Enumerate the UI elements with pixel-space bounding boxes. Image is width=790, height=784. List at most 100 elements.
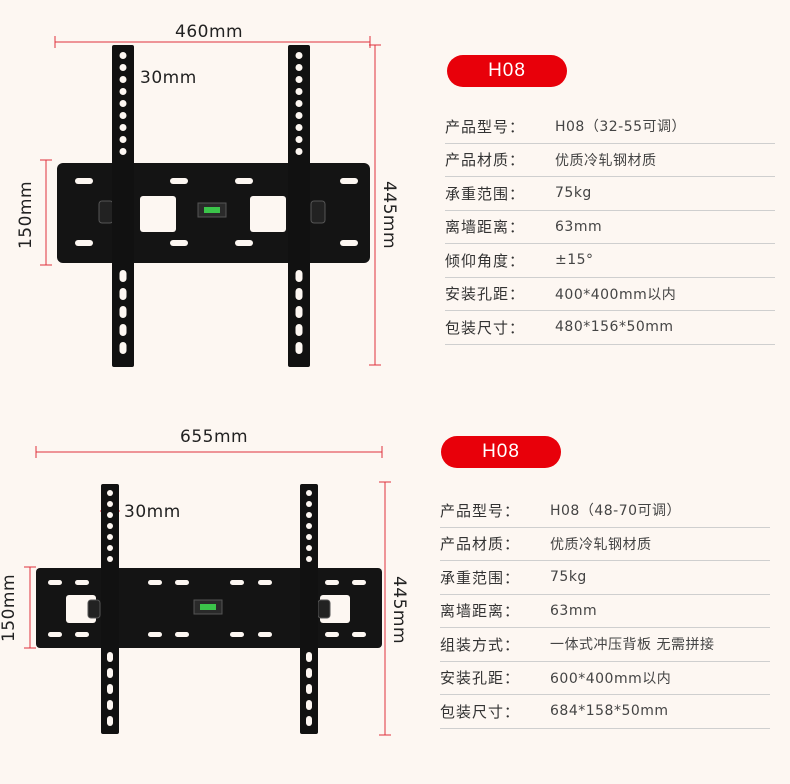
mounting-hole [295,76,303,83]
spec-row-package: 包装尺寸：684*158*50mm [440,695,770,729]
spec-value: 优质冷轧钢材质 [555,152,657,169]
mounting-hole [107,684,113,694]
hole-spacing-label: 30mm [140,68,197,88]
mounting-hole [107,523,113,529]
spec-row-tilt: 倾仰角度： ±15° [445,244,775,278]
mounting-hole [295,324,303,336]
spec-value: 一体式冲压背板 无需拼接 [550,637,715,654]
spec-value: 400*400mm以内 [555,286,677,303]
spec-row-hole-spacing: 安装孔距： 600*400mm以内 [440,662,770,695]
spec-label: 承重范围： [440,568,521,587]
mounting-hole [306,700,312,710]
mounting-hole [119,324,127,336]
spec-value: 75kg [550,569,587,586]
mounting-hole [119,88,127,95]
spec-value: H08（48-70可调） [550,503,682,520]
spec-label: 承重范围： [445,184,526,203]
spec-value: H08（32-55可调） [555,119,687,136]
height-dimension-label: 445mm [389,575,410,645]
mounting-hole [119,148,127,155]
plate-height-label: 150mm [16,180,37,250]
spec-value: 63mm [555,218,603,235]
mounting-hole [119,124,127,131]
mounting-hole [119,342,127,354]
spec-row-wall-distance: 离墙距离： 63mm [440,595,770,628]
mounting-hole [306,716,312,726]
bracket-drawing [24,446,391,736]
mounting-hole [306,545,312,551]
spec-label: 离墙距离： [440,602,521,621]
mounting-hole [119,136,127,143]
mounting-hole [107,512,113,518]
spec-row-material: 产品材质：优质冷轧钢材质 [445,144,775,177]
height-dimension-label: 445mm [379,180,400,250]
spec-label: 包装尺寸： [440,702,521,721]
mounting-hole [107,716,113,726]
mounting-hole [107,545,113,551]
width-dimension-label: 460mm [175,22,244,42]
mounting-hole [295,342,303,354]
mounting-hole [119,270,127,282]
model-badge: H08 [447,55,567,87]
mounting-hole [295,64,303,71]
mounting-hole [306,534,312,540]
mounting-hole [119,76,127,83]
mounting-hole [306,652,312,662]
mounting-hole [107,652,113,662]
spec-label: 产品型号： [445,117,526,136]
spec-table: 产品型号： H08（48-70可调） 产品材质：优质冷轧钢材质 承重范围： 75kg… [440,494,770,729]
spec-label: 安装孔距： [440,669,521,688]
mounting-hole [306,556,312,562]
spec-row-assembly: 组装方式： 一体式冲压背板 无需拼接 [440,628,770,662]
spec-table: 产品型号： H08（32-55可调） 产品材质：优质冷轧钢材质 承重范围： 75kg… [445,110,775,345]
product-section-1: 460mm 30mm 445mm 150mm H08 产品型号： H08（32-5… [0,0,790,390]
spec-value: 480*156*50mm [555,319,674,336]
spec-value: ±15° [555,252,594,269]
mounting-hole [295,270,303,282]
spec-row-package: 包装尺寸：480*156*50mm [445,311,775,345]
mounting-hole [306,684,312,694]
mounting-hole [119,64,127,71]
mounting-hole [107,490,113,496]
mounting-hole [306,501,312,507]
mounting-hole [295,88,303,95]
spec-value: 600*400mm以内 [550,670,672,687]
spec-row-hole-spacing: 安装孔距： 400*400mm以内 [445,278,775,311]
mounting-hole [295,306,303,318]
spec-row-load: 承重范围： 75kg [445,177,775,211]
mounting-hole [119,288,127,300]
mounting-hole [295,124,303,131]
bracket-diagram-1: 460mm 30mm 445mm 150mm [0,0,420,390]
mounting-hole [295,136,303,143]
mounting-hole [295,288,303,300]
mounting-hole [306,523,312,529]
mounting-hole [295,148,303,155]
spec-label: 安装孔距： [445,285,526,304]
width-dimension-label: 655mm [180,427,249,447]
plate-height-label: 150mm [0,573,20,643]
spec-value: 75kg [555,185,592,202]
mounting-hole [107,556,113,562]
spec-label: 组装方式： [440,635,521,654]
product-section-2: 655mm 30mm 445mm 150mm H08 产品型号：H08（48-7… [0,390,790,780]
mounting-hole [107,668,113,678]
mounting-hole [119,100,127,107]
mounting-hole [295,100,303,107]
model-badge: H08 [441,436,561,468]
mounting-hole [107,700,113,710]
mounting-hole [119,52,127,59]
spec-row-material: 产品材质：优质冷轧钢材质 [440,528,770,561]
mounting-hole [306,668,312,678]
mounting-hole [295,112,303,119]
spec-value: 63mm [550,602,598,619]
mounting-hole [119,112,127,119]
mounting-hole [107,534,113,540]
spec-row-model: 产品型号： H08（48-70可调） [440,494,770,528]
spec-row-wall-distance: 离墙距离： 63mm [445,211,775,244]
spec-label: 离墙距离： [445,218,526,237]
spec-value: 优质冷轧钢材质 [550,536,652,553]
spec-label: 倾仰角度： [445,251,526,270]
mounting-hole [107,501,113,507]
mounting-hole [295,52,303,59]
spec-label: 产品型号： [440,501,521,520]
